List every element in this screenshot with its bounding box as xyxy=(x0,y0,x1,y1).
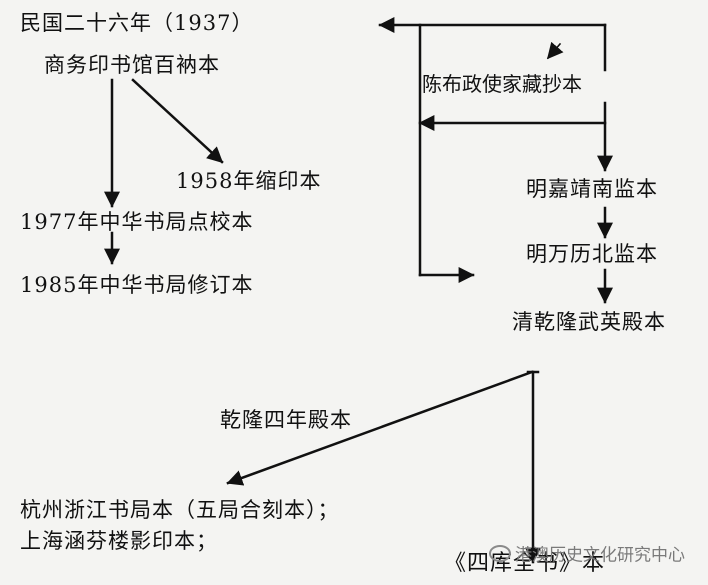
wechat-icon xyxy=(489,545,511,562)
fork-to-hangzhou-arrow xyxy=(226,370,534,486)
minguo-to-1958-arrow xyxy=(131,78,224,164)
small-diagonal-arrow xyxy=(546,41,564,60)
node-xiuding-1985: 1985年中华书局修订本 xyxy=(20,273,254,297)
node-qing-wuying: 清乾隆武英殿本 xyxy=(512,310,666,334)
node-chen-buzheng: 陈布政使家藏抄本 xyxy=(422,72,582,96)
watermark: 港澳历史文化研究中心 xyxy=(489,545,685,566)
watermark-text: 港澳历史文化研究中心 xyxy=(515,545,685,566)
node-suoyin-1958: 1958年缩印本 xyxy=(176,169,322,193)
node-siku: 《四库全书》本 xyxy=(444,551,606,576)
node-minguo-baina: 商务印书馆百衲本 xyxy=(44,53,220,77)
node-ming-nanjian: 明嘉靖南监本 xyxy=(526,177,658,201)
node-ming-beijian: 明万历北监本 xyxy=(526,242,658,266)
node-qianlong-4: 乾隆四年殿本 xyxy=(220,408,352,432)
node-hangzhou: 杭州浙江书局本（五局合刻本）； xyxy=(20,498,340,522)
node-dianjiao-1977: 1977年中华书局点校本 xyxy=(20,210,254,234)
node-minguo-year: 民国二十六年（1937） xyxy=(20,11,254,35)
node-shanghai: 上海涵芬楼影印本； xyxy=(20,529,218,553)
